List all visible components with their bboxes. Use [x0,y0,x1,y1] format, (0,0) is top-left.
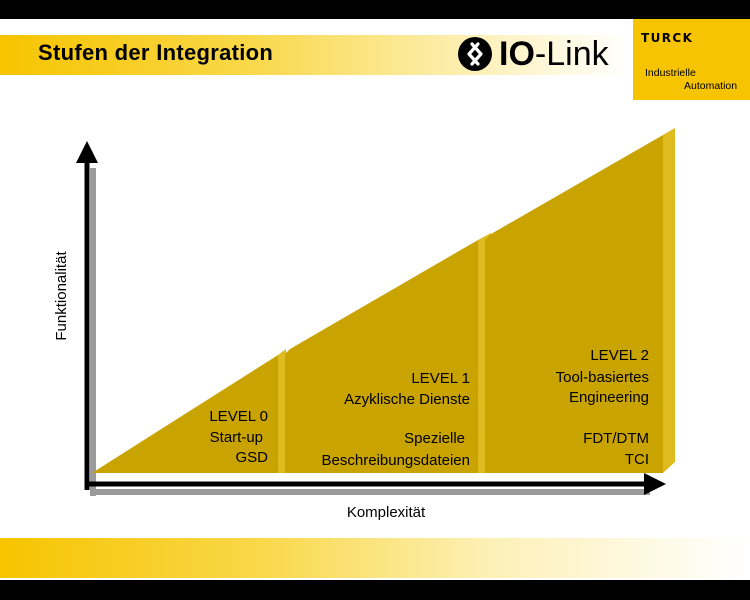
level-1-line: Azyklische Dienste [344,391,470,408]
footer-band [0,538,750,578]
io-link-wordmark: IO-Link [499,35,609,73]
turck-tagline-2: Automation [684,80,738,92]
level-1-line: Spezielle [404,430,465,447]
level-2-line: Tool-basiertes [556,369,649,386]
x-axis-label: Komplexität [347,504,426,521]
level-1-line: Beschreibungsdateien [322,452,470,469]
header-band [0,35,630,75]
turck-tagline-1: Industrielle [645,67,696,79]
level-2-line: TCI [625,451,649,468]
turck-logo: TURCK Industrielle Automation [633,19,750,100]
level-1-shape [285,240,478,473]
y-axis-label: Funktionalität [53,251,70,341]
level-2-label: LEVEL 2 [590,347,649,364]
level-2-shape [485,135,663,473]
top-black-bar [0,0,750,19]
io-link-logo: IO-Link [457,33,609,75]
turck-brand-name: TURCK [641,31,694,45]
level-0-line: Start-up [210,429,263,446]
level-0-label: LEVEL 0 [209,408,268,425]
level-0-line: GSD [235,449,268,466]
level-1-label: LEVEL 1 [411,370,470,387]
level-2-line: Engineering [569,389,649,406]
x-axis-arrow-icon [644,473,666,495]
bottom-black-bar [0,580,750,600]
slide-title: Stufen der Integration [38,40,274,65]
io-link-icon [458,37,492,71]
level-0-shape [92,355,278,473]
level-0-side [278,349,286,473]
level-2-line: FDT/DTM [583,430,649,447]
y-axis-arrow-icon [76,141,98,163]
level-2-side [663,128,675,473]
